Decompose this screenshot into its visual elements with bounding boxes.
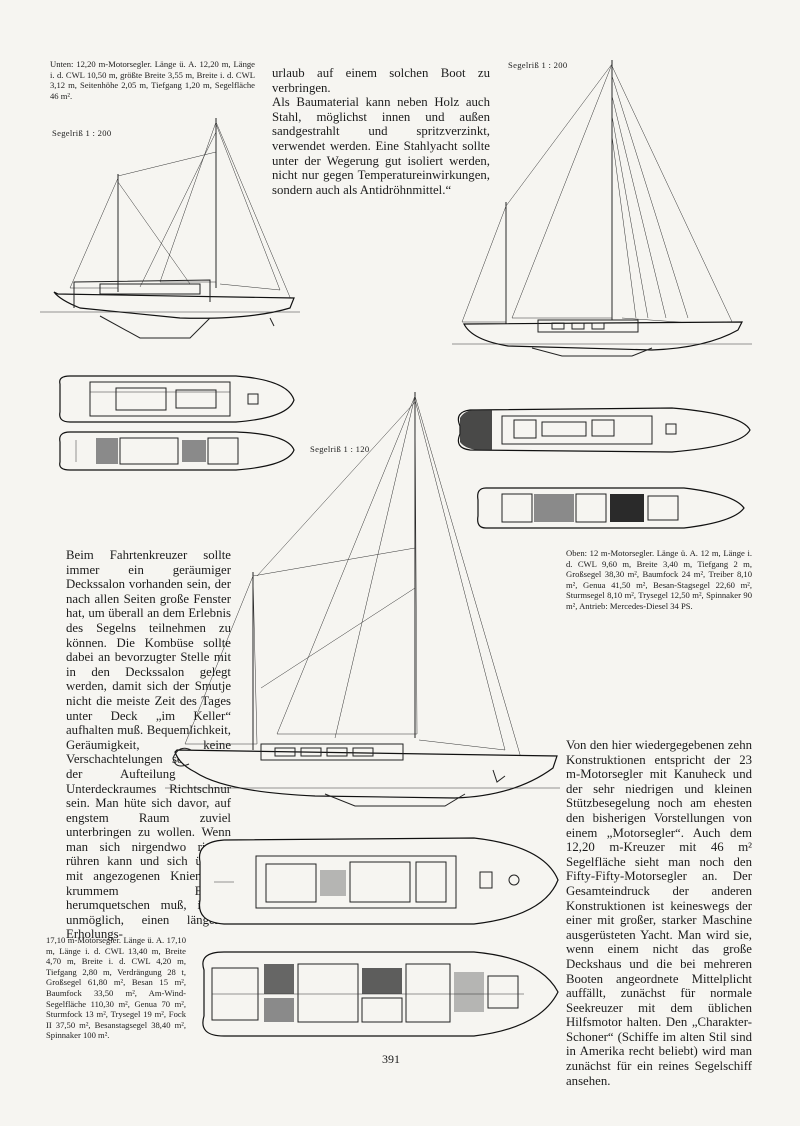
scale-label-center: Segelriß 1 : 120	[310, 444, 370, 454]
caption-12-20m-motorsegler: Unten: 12,20 m-Motorsegler. Länge ü. A. …	[50, 59, 255, 101]
deck-plan-12m	[457, 407, 751, 529]
article-text-top: urlaub auf einem solchen Boot zu verbrin…	[272, 66, 490, 197]
sail-plan-17-10m	[165, 392, 560, 807]
page-number: 391	[382, 1052, 400, 1066]
article-text-left: Beim Fahrtenkreuzer sollte immer ein ger…	[66, 548, 231, 942]
sail-plan-12m	[452, 60, 752, 357]
accommodation-plan-17-10m	[202, 951, 559, 1037]
scale-label-right: Segelriß 1 : 200	[508, 60, 568, 70]
caption-12m-motorsegler: Oben: 12 m-Motorsegler. Länge ü. A. 12 m…	[566, 548, 752, 611]
sail-plan-12-20m	[40, 118, 300, 339]
caption-17-10m-motorsegler: 17,10 m-Motorsegler. Länge ü. A. 17,10 m…	[46, 935, 186, 1041]
deck-plan-12-20m	[59, 375, 295, 471]
article-text-right: Von den hier wiedergegebenen zehn Konstr…	[566, 738, 752, 1088]
scale-label-left: Segelriß 1 : 200	[52, 128, 112, 138]
deck-plan-17-10m	[198, 837, 559, 925]
